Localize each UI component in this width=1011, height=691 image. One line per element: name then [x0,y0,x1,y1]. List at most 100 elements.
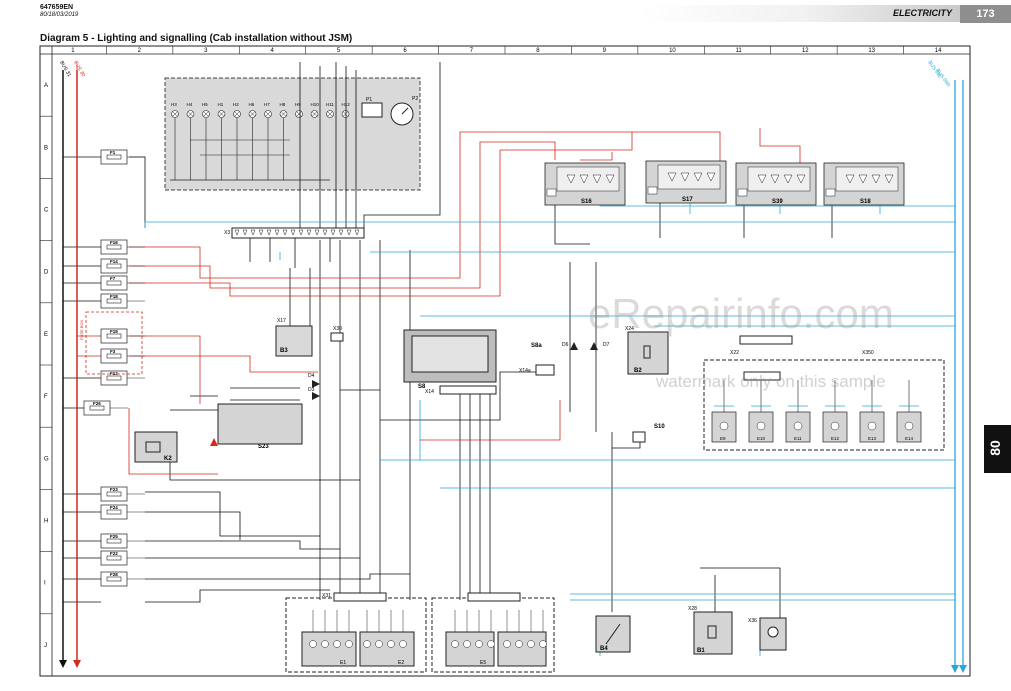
switch-contact-icon [693,172,703,182]
document-date: 80/18/03/2019 [40,12,79,18]
section-title: ELECTRICITY [893,8,953,18]
diode-d6-label: D6 [562,342,569,348]
switch-contact-icon [770,174,780,184]
rail-31-arrow [59,660,67,668]
column-label: 6 [403,48,407,54]
wire-black [363,62,441,228]
connector-pin [322,229,328,236]
page-number: 173 [960,5,1011,23]
connector-pin [306,229,312,236]
component-k2-body [134,431,178,463]
warning-lamp-label: H10 [311,102,320,107]
warning-lamp-label: H9 [295,102,301,107]
column-label: 11 [736,48,743,54]
connector-x22-inner [743,371,781,381]
fuse-box-label: FUSE BOX [79,319,84,340]
lamp-cross [342,111,349,117]
left-rails: BUS 31 BUS 30 [58,60,86,668]
component-b4-label: B4 [600,646,608,652]
diode-d4-label: D4 [308,373,315,379]
switch-contact-icon [706,172,716,182]
switch-contact-icon [871,174,881,184]
lamp-unit-e1-label: E1 [340,660,346,666]
column-label: 3 [204,48,208,54]
wire-blue [144,221,955,228]
lamp-cross [172,111,178,117]
lamp-cross [234,111,240,117]
bulb-icon [399,640,407,648]
sensor-icon [605,623,621,645]
column-label: 8 [536,48,540,54]
lamp-group-outline [703,359,945,451]
switch-panel-label: S39 [772,199,783,205]
switch-contact-icon [783,174,793,184]
switch-contact-icon [858,174,868,184]
bulb-icon [487,640,495,648]
wires-blue [144,190,955,660]
connector-x36-label: X36 [748,618,757,624]
bulb-icon [321,640,329,648]
fuse-element-icon [106,491,122,497]
component-b4: B4 [595,615,631,653]
wire-red [129,131,721,279]
component-s8: S8 X14 [403,329,497,395]
connector-x350-label: X350 [862,350,874,356]
column-label: 12 [802,48,809,54]
component-s10-label: S10 [654,424,665,430]
fuse-element-icon [106,244,122,250]
row-label: J [44,643,47,649]
column-label: 7 [470,48,474,54]
lamp-cross [187,111,194,117]
wire-black [380,371,540,421]
lamp-icon [719,421,729,431]
connector-x31-right [467,592,521,602]
gauge-p1 [361,102,383,118]
fuse-label: F26 [93,401,101,406]
component-b2: B2 X24 [625,326,669,375]
connector-x30-label: X30 [333,326,342,332]
bulb-icon [503,640,511,648]
component-x36-lamp: X36 [748,617,787,651]
wire-black [145,491,320,537]
connector-pin [330,229,336,236]
document-code: 647659EN [40,4,74,11]
component-b3: B3 X17 X30 [275,318,344,357]
wire-red [129,141,556,289]
fuse-element-icon [106,538,122,544]
connector-pin [250,229,256,236]
component-k2-label: K2 [164,456,172,462]
lamp-icon [793,421,803,431]
row-label: I [44,581,46,587]
connector-x31-left [333,592,387,602]
bulb-icon [451,640,459,648]
component-s10: S10 [632,424,665,443]
diode-d7 [590,342,598,350]
component-s8-face [411,335,489,373]
connector-x3: X3 [224,227,365,239]
gauge-p2-label: P2 [412,96,418,102]
wire-black [700,567,781,618]
rail-31-label: BUS 31 [58,60,72,78]
bulb-icon [527,640,535,648]
lamp-unit-e6 [497,631,547,667]
fuse-element-icon [106,154,122,160]
cluster-internal-wiring [170,118,330,181]
bulb-icon [539,640,547,648]
column-label: 2 [138,48,142,54]
group-lamp-label: E10 [757,436,766,441]
lamp-unit-e5-label: E5 [480,660,486,666]
switch-panel-label: S16 [581,199,592,205]
connector-pin [346,229,352,236]
fuse-element-icon [106,555,122,561]
lamp-icon [904,421,914,431]
component-b1-label: B1 [697,648,705,654]
fuse-element-icon [106,263,122,269]
wire-black [145,573,410,580]
watermark: eRepairinfo.com [588,290,894,337]
row-label: H [44,519,48,525]
lamp-icon [767,626,779,638]
component-b2-label: B2 [634,368,642,374]
switch-panel-label: S17 [682,197,693,203]
diode-d7-label: D7 [603,342,610,348]
